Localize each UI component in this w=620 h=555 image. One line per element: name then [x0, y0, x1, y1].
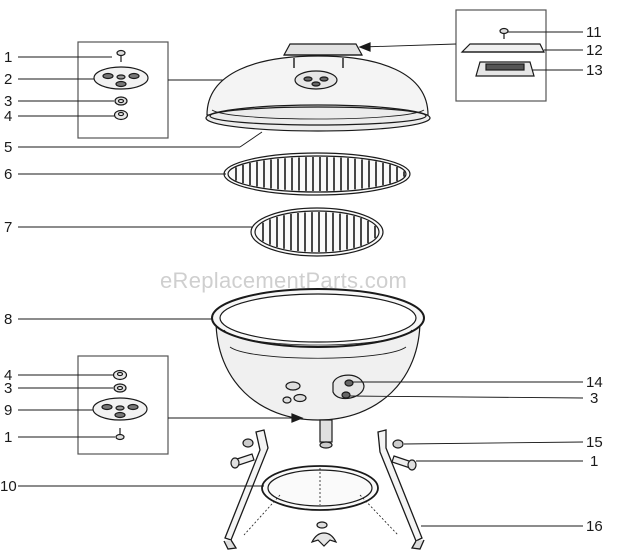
- damper-plate-part-9: [92, 397, 148, 421]
- callout-11: 11: [586, 24, 602, 41]
- callout-4-bottom: 4: [4, 367, 12, 384]
- callout-14: 14: [586, 374, 603, 391]
- callout-1-top: 1: [4, 49, 12, 66]
- cooking-grate-part-6: [223, 152, 411, 196]
- callout-8: 8: [4, 311, 12, 328]
- grill-bowl-part-8: [211, 288, 425, 449]
- leader-15: [403, 441, 584, 445]
- callout-6: 6: [4, 166, 12, 183]
- callout-12: 12: [586, 42, 603, 59]
- leg-bolt-right: [391, 439, 417, 471]
- handle-plate-part-12: [460, 43, 545, 53]
- callout-7: 7: [4, 219, 12, 236]
- nut-part-4-bottom: [112, 369, 128, 381]
- inset-box-handle: [455, 9, 547, 102]
- watermark: eReplacementParts.com: [160, 268, 408, 293]
- washer-part-3-top: [114, 96, 128, 106]
- leg-left: [223, 429, 269, 550]
- arrow-inset-to-handle: [361, 43, 457, 48]
- grill-lid: [205, 43, 431, 132]
- screw-part-1-top: [116, 49, 126, 62]
- callout-3-right: 3: [590, 390, 598, 407]
- callout-1-right: 1: [590, 453, 598, 470]
- handle-bracket-part-13: [475, 61, 535, 77]
- callout-15: 15: [586, 434, 603, 451]
- arrow-head-bowl: [291, 413, 304, 423]
- inset-box-bowl-damper: [77, 355, 169, 455]
- callout-16: 16: [586, 518, 603, 535]
- ash-tray-wing-nut: [310, 532, 338, 547]
- leader-3-right: [349, 395, 584, 399]
- screw-part-11: [499, 27, 509, 39]
- callout-10: 10: [0, 478, 17, 495]
- ash-tray-ring-part-10: [243, 465, 399, 536]
- damper-plate-part-2-top: [93, 66, 149, 90]
- callout-3-top: 3: [4, 93, 12, 110]
- callout-3-bottom: 3: [4, 380, 12, 397]
- leg-bolt-left: [230, 438, 255, 469]
- callout-13: 13: [586, 62, 603, 79]
- callout-1-bottom: 1: [4, 429, 12, 446]
- washer-part-3-bottom: [113, 383, 127, 393]
- leader-5b: [239, 131, 263, 148]
- arrow-head-handle: [358, 42, 371, 52]
- callout-2: 2: [4, 71, 12, 88]
- callout-5: 5: [4, 139, 12, 156]
- callout-9: 9: [4, 402, 12, 419]
- inset-box-lid-damper: [77, 41, 169, 139]
- callout-4-top: 4: [4, 108, 12, 125]
- leg-right: [377, 429, 425, 550]
- charcoal-grate-part-7: [250, 207, 384, 257]
- screw-part-1-bottom: [115, 428, 125, 441]
- nut-part-4-top: [113, 109, 129, 121]
